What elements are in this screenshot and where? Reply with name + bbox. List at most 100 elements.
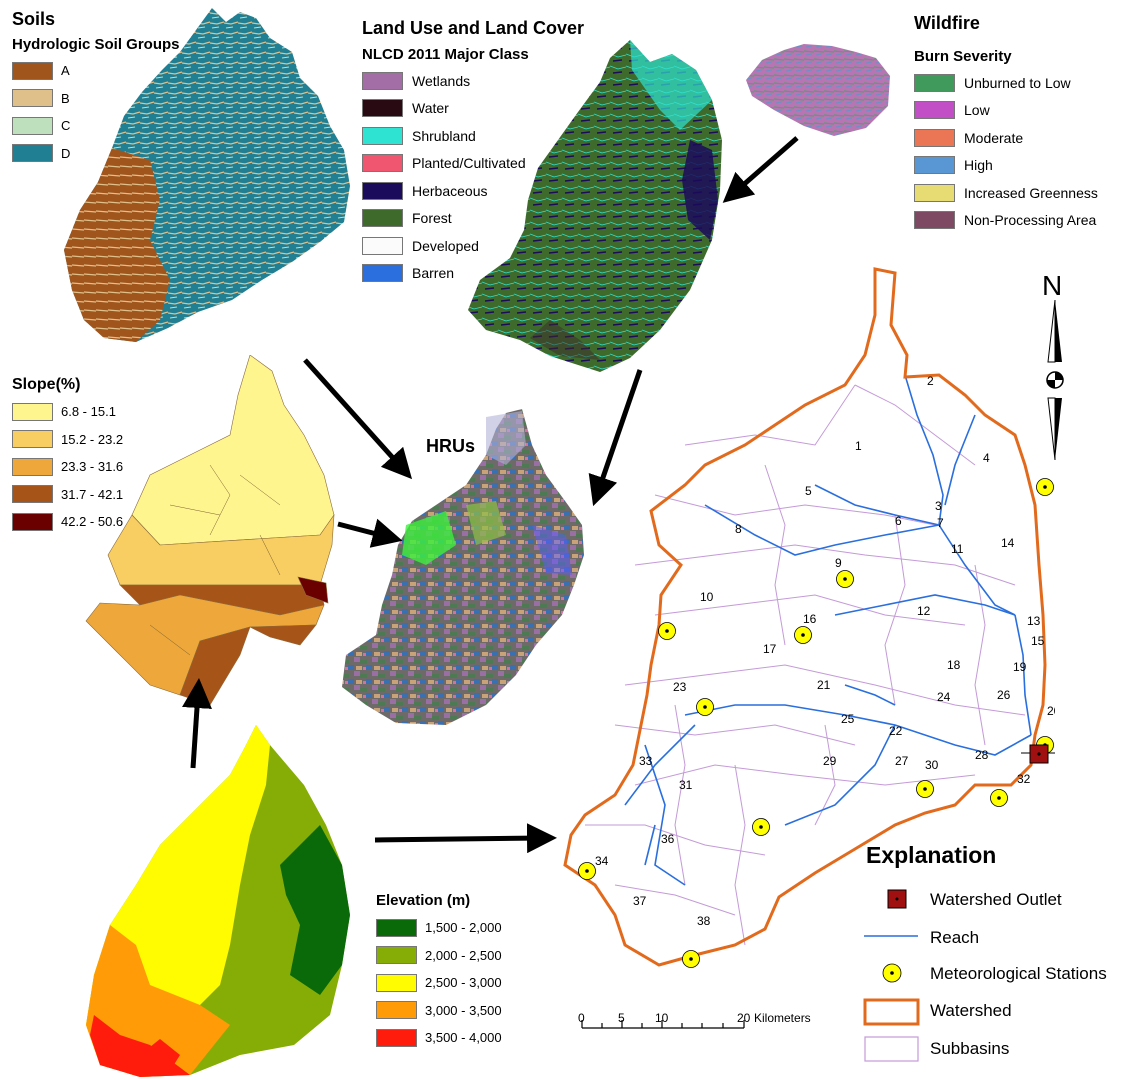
wildfire-swatch-nonprocessing [914,211,955,230]
explanation-outlet-label: Watershed Outlet [930,890,1062,909]
wildfire-legend-item: Unburned to Low [914,69,1098,97]
scale-tick-5: 5 [618,1011,625,1025]
subbasin-label: 36 [661,832,675,846]
watershed-map: 1234567891011121314151617181920212223242… [563,267,1055,968]
slope-legend-label: 42.2 - 50.6 [61,514,124,530]
soils-subtitle: Hydrologic Soil Groups [12,36,180,53]
wildfire-legend-item: Increased Greenness [914,179,1098,207]
subbasin-label: 38 [697,914,711,928]
subbasin-label: 10 [700,590,714,604]
landuse-swatch-developed [362,236,403,255]
landuse-legend-item: Shrubland [362,122,526,150]
watershed-outlet-icon [1021,744,1055,764]
wildfire-legend-item: Moderate [914,124,1098,152]
subbasin-label: 31 [679,778,693,792]
landuse-title: Land Use and Land Cover [362,18,585,38]
wildfire-subtitle: Burn Severity [914,48,1012,65]
slope-legend-item: 6.8 - 15.1 [12,398,123,426]
subbasin-label: 23 [673,680,687,694]
elevation-legend-label: 3,000 - 3,500 [425,1002,502,1018]
soils-legend: A B C D [12,57,70,167]
explanation-watershed-label: Watershed [930,1001,1012,1020]
landuse-swatch-herbaceous [362,181,403,200]
north-label: N [1042,270,1063,301]
explanation-stations-label: Meteorological Stations [930,964,1107,983]
station-dot [703,705,707,709]
landuse-swatch-shrubland [362,126,403,145]
subbasin-label: 14 [1001,536,1015,550]
wildfire-to-landuse-arrow [722,136,799,203]
elevation-legend-label: 1,500 - 2,000 [425,920,502,936]
watershed-box-icon [863,998,920,1026]
subbasin-label: 13 [1027,614,1041,628]
slope-legend-label: 31.7 - 42.1 [61,486,124,502]
subbasin-label: 11 [951,542,964,556]
elevation-swatch-4 [376,1001,417,1020]
elevation-legend-item: 2,500 - 3,000 [376,969,502,997]
subbasin-label: 30 [925,758,939,772]
landuse-legend-label: Wetlands [412,72,471,89]
elevation-legend-label: 3,500 - 4,000 [425,1030,502,1046]
soils-title: Soils [12,9,56,29]
scale-bar [581,1020,745,1029]
soils-legend-label: C [61,118,71,134]
landuse-swatch-barren [362,264,403,283]
wildfire-legend-label: Moderate [964,129,1024,146]
elevation-swatch-2 [376,946,417,965]
subbasin-label: 16 [803,612,817,626]
north-arrow-icon [1046,300,1064,461]
landuse-legend-label: Developed [412,237,479,254]
landuse-swatch-forest [362,209,403,228]
slope-legend-label: 15.2 - 23.2 [61,431,124,447]
elevation-legend-item: 2,000 - 2,500 [376,942,502,970]
station-dot [843,577,847,581]
slope-legend-item: 23.3 - 31.6 [12,453,123,481]
landuse-legend-item: Herbaceous [362,177,526,205]
soils-swatch-a [12,61,53,80]
soils-legend-label: A [61,63,70,79]
soils-swatch-d [12,144,53,163]
subbasin-label: 25 [841,712,855,726]
hrus-title: HRUs [426,436,476,456]
landuse-legend-item: Barren [362,260,526,288]
subbasin-label: 3 [935,499,942,513]
elevation-to-slope-arrow [182,678,212,769]
subbasin-label: 24 [937,690,951,704]
elevation-swatch-3 [376,973,417,992]
elevation-swatch-5 [376,1028,417,1047]
slope-swatch-4 [12,485,53,504]
subbasin-label: 18 [947,658,961,672]
subbasin-labels: 1234567891011121314151617181920212223242… [595,374,1055,928]
subbasin-label: 20 [1047,704,1055,718]
soils-swatch-b [12,89,53,108]
soils-legend-item: C [12,112,70,140]
explanation-reach-label: Reach [930,928,980,947]
slope-swatch-1 [12,402,53,421]
soils-legend-label: B [61,90,70,106]
wildfire-legend-item: High [914,152,1098,180]
slope-legend-item: 42.2 - 50.6 [12,508,123,536]
wildfire-swatch-greenness [914,183,955,202]
landuse-swatch-water [362,99,403,118]
subbasin-label: 29 [823,754,837,768]
soils-legend-item: D [12,140,70,168]
subbasin-label: 33 [639,754,653,768]
reach-network [624,374,1032,886]
wildfire-swatch-low [914,101,955,120]
subbasin-label: 28 [975,748,989,762]
elevation-map [86,725,350,1077]
wildfire-legend-label: High [964,157,993,174]
subbasin-label: 32 [1017,772,1031,786]
scale-units: Kilometers [754,1011,811,1025]
subbasin-box-icon [864,1036,919,1062]
wildfire-map [746,44,890,136]
slope-legend-label: 6.8 - 15.1 [61,404,116,420]
station-dot [759,825,763,829]
landuse-legend-label: Herbaceous [412,182,488,199]
landuse-legend-label: Planted/Cultivated [412,155,526,172]
wildfire-legend-label: Non-Processing Area [964,212,1097,229]
subbasin-label: 27 [895,754,909,768]
station-dot [665,629,669,633]
subbasin-label: 17 [763,642,777,656]
